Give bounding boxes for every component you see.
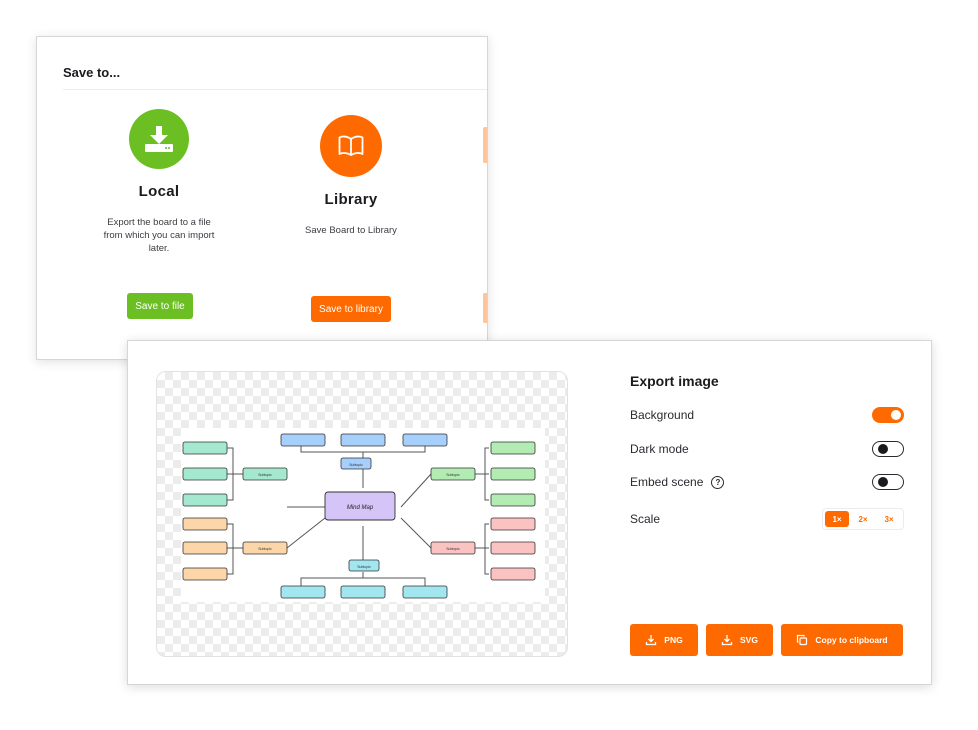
library-option: Library Save Board to Library <box>281 109 421 237</box>
library-title: Library <box>324 191 378 208</box>
scale-2x-option[interactable]: 2× <box>858 514 868 524</box>
scale-setting: Scale 1× 2× 3× <box>630 508 904 530</box>
copy-icon <box>797 634 808 646</box>
embed-scene-setting: Embed scene ? <box>630 472 904 492</box>
copy-to-clipboard-button[interactable]: Copy to clipboard <box>781 624 903 656</box>
question-circle-icon[interactable]: ? <box>711 475 725 489</box>
save-to-file-button[interactable]: Save to file <box>127 293 193 319</box>
export-title: Export image <box>630 373 719 389</box>
export-svg-button[interactable]: SVG <box>706 624 773 656</box>
dark-mode-setting: Dark mode <box>630 439 904 459</box>
background-setting: Background <box>630 405 904 425</box>
branch-label: Subtopic <box>258 547 272 551</box>
clipped-option-icon <box>483 127 487 163</box>
download-icon <box>721 635 733 646</box>
embed-scene-label: Embed scene <box>630 475 704 489</box>
branch-label: Subtopic <box>349 463 363 467</box>
svg-label: SVG <box>740 635 758 645</box>
download-icon <box>646 635 657 646</box>
local-title: Local <box>138 183 180 200</box>
dark-mode-toggle[interactable] <box>872 441 904 457</box>
scale-1x-option[interactable]: 1× <box>825 511 849 527</box>
embed-scene-toggle[interactable] <box>872 474 904 490</box>
mind-map-center-label: Mind Map <box>347 505 374 511</box>
scale-selector: 1× 2× 3× <box>822 508 904 530</box>
divider <box>63 89 487 90</box>
branch-label: Subtopic <box>357 565 371 569</box>
dark-mode-label: Dark mode <box>630 442 689 456</box>
background-label: Background <box>630 408 695 422</box>
local-description: Export the board to a file from which yo… <box>103 217 215 254</box>
png-label: PNG <box>664 635 683 645</box>
clipped-option-button[interactable] <box>483 293 487 323</box>
download-icon <box>129 109 189 169</box>
mind-map-preview: Mind Map Subtopic Subtopic Subtopic Subt… <box>181 428 545 602</box>
background-toggle[interactable] <box>872 407 904 423</box>
branch-label: Subtopic <box>446 547 460 551</box>
local-option: Local Export the board to a file from wh… <box>89 109 229 255</box>
scale-label: Scale <box>630 512 661 526</box>
library-description: Save Board to Library <box>305 225 397 236</box>
toggle-knob <box>891 410 901 420</box>
book-icon <box>320 115 382 177</box>
toggle-knob <box>878 443 888 454</box>
save-to-library-button[interactable]: Save to library <box>311 296 391 322</box>
embed-scene-label-group: Embed scene ? <box>630 475 725 489</box>
export-png-button[interactable]: PNG <box>630 624 698 656</box>
export-preview: Mind Map Subtopic Subtopic Subtopic Subt… <box>156 371 568 657</box>
scale-3x-option[interactable]: 3× <box>884 514 894 524</box>
clipboard-label: Copy to clipboard <box>815 635 888 645</box>
branch-label: Subtopic <box>258 473 272 477</box>
save-dialog-title: Save to... <box>63 65 121 80</box>
toggle-knob <box>878 476 888 487</box>
save-to-dialog: Save to... Local Export the board to a f… <box>36 36 488 360</box>
branch-label: Subtopic <box>446 473 460 477</box>
export-image-dialog: Mind Map Subtopic Subtopic Subtopic Subt… <box>127 340 932 685</box>
